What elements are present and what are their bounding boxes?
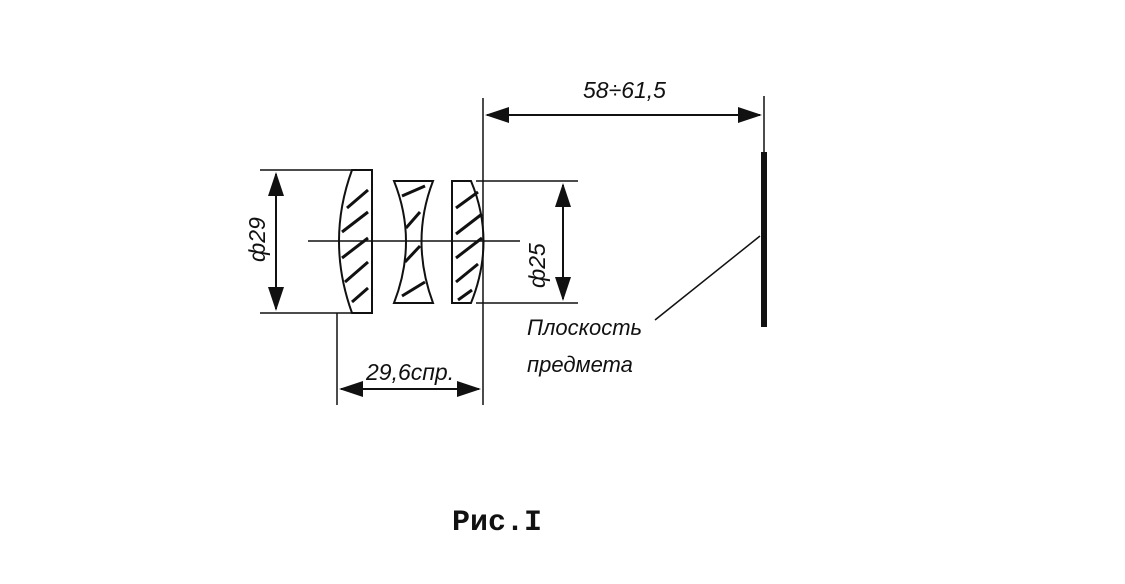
label-diameter-small: ф25 — [524, 243, 550, 288]
label-lens-length: 29,6спр. — [365, 359, 454, 385]
lens-3-hatching — [455, 190, 483, 302]
lens-1-hatching — [341, 188, 369, 304]
label-object-plane-line2: предмета — [527, 352, 633, 377]
lens-2-biconcave — [392, 180, 435, 304]
label-diameter-large: ф29 — [244, 217, 270, 262]
object-plane-leader — [654, 235, 761, 321]
lens-2-hatching — [401, 184, 426, 298]
label-total-length: 58÷61,5 — [583, 77, 666, 103]
label-object-plane-line1: Плоскость — [527, 315, 642, 340]
lens-1-plano-convex — [338, 169, 373, 314]
figure-caption: Рис.I — [452, 506, 542, 540]
